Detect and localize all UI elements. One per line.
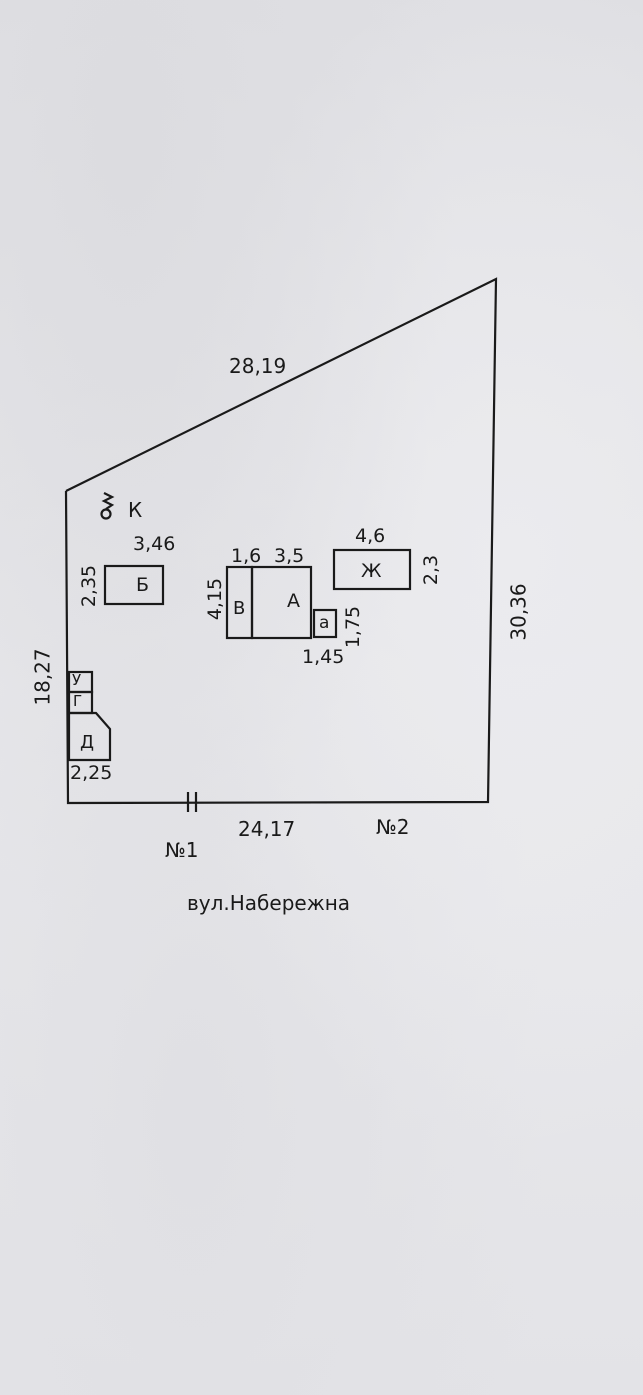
plot-boundary (64, 277, 498, 805)
building-a (250, 565, 313, 640)
building-b-width: 3,46 (133, 533, 176, 555)
right-edge-label: 30,36 (506, 583, 531, 641)
building-a-width: 3,5 (274, 545, 305, 567)
gate-marker (186, 792, 198, 812)
building-a-small-height: 1,75 (342, 605, 365, 649)
building-a-small-name: а (319, 613, 330, 633)
building-g-name: Г (73, 692, 83, 710)
well-label: К (128, 498, 143, 522)
building-b-height: 2,35 (78, 564, 101, 608)
building-b (103, 564, 165, 606)
building-a-small (312, 608, 338, 639)
building-v-width: 1,6 (231, 545, 262, 567)
neighbor-2-label: №2 (376, 815, 410, 839)
building-zh (332, 548, 412, 591)
neighbor-1-label: №1 (165, 838, 199, 862)
building-d-name: Д (80, 732, 95, 753)
left-edge-label: 18,27 (30, 648, 55, 706)
building-a-small-width: 1,45 (302, 646, 345, 668)
building-d (67, 711, 112, 762)
building-zh-name: Ж (361, 560, 382, 582)
building-a-name: А (287, 590, 300, 612)
building-va-height: 4,15 (204, 577, 227, 621)
well-icon (100, 492, 115, 520)
building-d-width: 2,25 (70, 762, 113, 784)
building-zh-width: 4,6 (355, 525, 386, 547)
building-zh-height: 2,3 (420, 554, 443, 586)
building-v-name: В (233, 598, 246, 619)
street-label: вул.Набережна (187, 891, 351, 915)
bottom-edge-label: 24,17 (238, 817, 296, 841)
top-edge-label: 28,19 (229, 354, 287, 378)
building-b-name: Б (136, 574, 150, 596)
building-u-name: У (72, 671, 82, 689)
